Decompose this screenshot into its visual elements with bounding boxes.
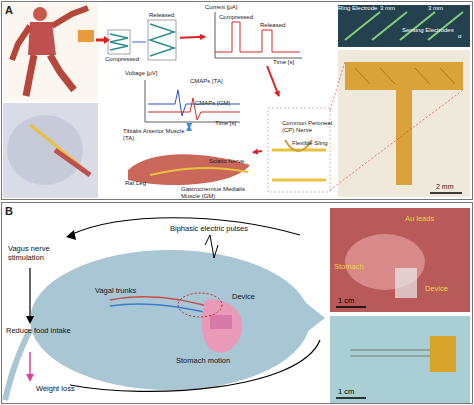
device (210, 315, 232, 329)
cycle-arrow (70, 340, 320, 391)
zigzag-box (108, 30, 130, 54)
muscle-label: Tibialis Anterior Muscle (TA) (123, 128, 193, 142)
photo-label: Au leads (405, 214, 455, 223)
flow-arrow (253, 151, 262, 152)
electrodes (355, 68, 455, 84)
panel: ACompressedReleasedCurrent [μA]Time [s]C… (1, 1, 473, 200)
state-label: Compressed (105, 56, 155, 63)
dimension: 3 mm (428, 5, 450, 12)
angle-label: α (458, 33, 468, 40)
muscle-label: Gastrocnemius Medialis Muscle (GM) (181, 186, 253, 200)
figure-box: Tibialis Anterior Muscle (TA) Gastrocnemi… (123, 128, 253, 198)
rat-head (290, 290, 325, 345)
flow-arrow (96, 39, 104, 42)
effect-label: Reduce food intake (6, 326, 76, 335)
signal-label: Biphasic electric pulses (170, 224, 260, 233)
device-mark (78, 30, 94, 42)
small-arrow (132, 42, 146, 43)
panel-letter: A (5, 4, 25, 16)
panel-letter: B (5, 205, 25, 217)
figure-box: CompressedReleased (105, 12, 180, 66)
flow-arrow (188, 126, 190, 128)
arrow-head (26, 316, 34, 324)
state-label: Released (149, 12, 189, 19)
axes (145, 80, 240, 122)
photo-device (338, 50, 470, 197)
state-label: Released (260, 22, 300, 29)
trace-label: CMAPs [GM] (195, 100, 240, 107)
photo-label: Device (425, 284, 465, 293)
flow-arrow (267, 66, 279, 96)
nerve-label: Common Peroneal (CP) Nerve (282, 120, 334, 134)
muscle (55, 150, 90, 175)
photo-device (330, 316, 470, 403)
part-label: Device (232, 292, 272, 301)
cycle-label: Stomach motion (176, 356, 246, 365)
photo-dark (338, 5, 470, 47)
flow-arrow-head (104, 36, 110, 44)
part-label: Vagal trunks (95, 286, 155, 295)
scale-label: 1 cm (338, 296, 368, 305)
axis-label: Voltage [μV] (125, 70, 170, 77)
part-label: Rat Leg (125, 180, 165, 187)
circle-mark (178, 293, 222, 317)
torso (28, 22, 56, 55)
axis-label: Current [μA] (205, 4, 250, 11)
axis-label: Time [s] (215, 120, 245, 127)
pulse (205, 235, 218, 258)
stomach (202, 300, 243, 353)
leads (350, 350, 430, 356)
figure-box: Voltage [μV]Time [s]CMAPs [TA]CMAPs [GM] (135, 70, 245, 126)
device-photo (395, 268, 417, 298)
flow-arrow (180, 36, 205, 39)
device-t (345, 62, 463, 185)
dimension: 3 mm (380, 5, 402, 12)
zigzag-released (150, 24, 174, 56)
scale-bar (430, 192, 462, 194)
device-photo (430, 336, 456, 372)
zoom-lines (330, 62, 463, 190)
part-label: Sensing Electrodes (402, 27, 462, 34)
scale-label: 2 mm (436, 183, 466, 190)
current-trace (215, 22, 300, 52)
leg (26, 55, 34, 96)
arm (12, 26, 30, 60)
axes (215, 12, 302, 58)
part-label: Flexible Sling (292, 140, 332, 147)
nerve (272, 179, 326, 182)
electrode-lines (345, 12, 463, 40)
zigzag-box (148, 20, 176, 60)
axis-label: Time [s] (273, 59, 313, 66)
arrow-head (66, 230, 76, 240)
photo-surgery (330, 208, 470, 312)
photo-label: Stomach (334, 262, 379, 271)
figure-box: Current [μA]Time [s]CompressedReleased (205, 4, 305, 66)
leg (50, 55, 74, 90)
scale-label: 1 cm (338, 387, 368, 396)
rat-tail (5, 330, 30, 400)
scale-bar (336, 397, 366, 399)
effect-label: Weight loss (36, 384, 96, 393)
zigzag-compressed (110, 34, 128, 50)
cycle-arrow (70, 218, 300, 235)
cmap-gm (148, 98, 240, 120)
scale-bar (336, 306, 366, 308)
figure-box: Ring Electrode3 mmSensing Electrodes3 mm… (336, 3, 470, 197)
figure-box: Common Peroneal (CP) NerveFlexible Sling (262, 96, 334, 194)
cycle-label: Vagus nerve stimulation (8, 244, 78, 262)
nerve-label: Sciatic Nerve (209, 158, 253, 165)
trace-label: CMAPs [TA] (190, 78, 235, 85)
arm (52, 8, 88, 26)
arrow-head (26, 374, 34, 382)
sciatic-nerve (150, 168, 248, 175)
rat-inset (3, 103, 98, 198)
rat-body (30, 250, 310, 390)
state-label: Compressed (219, 14, 259, 21)
flow-arrow (29, 268, 30, 320)
figure-bg (3, 3, 98, 101)
part-label: Ring Electrode (338, 5, 378, 12)
head (33, 7, 47, 21)
pelvis (7, 115, 83, 185)
